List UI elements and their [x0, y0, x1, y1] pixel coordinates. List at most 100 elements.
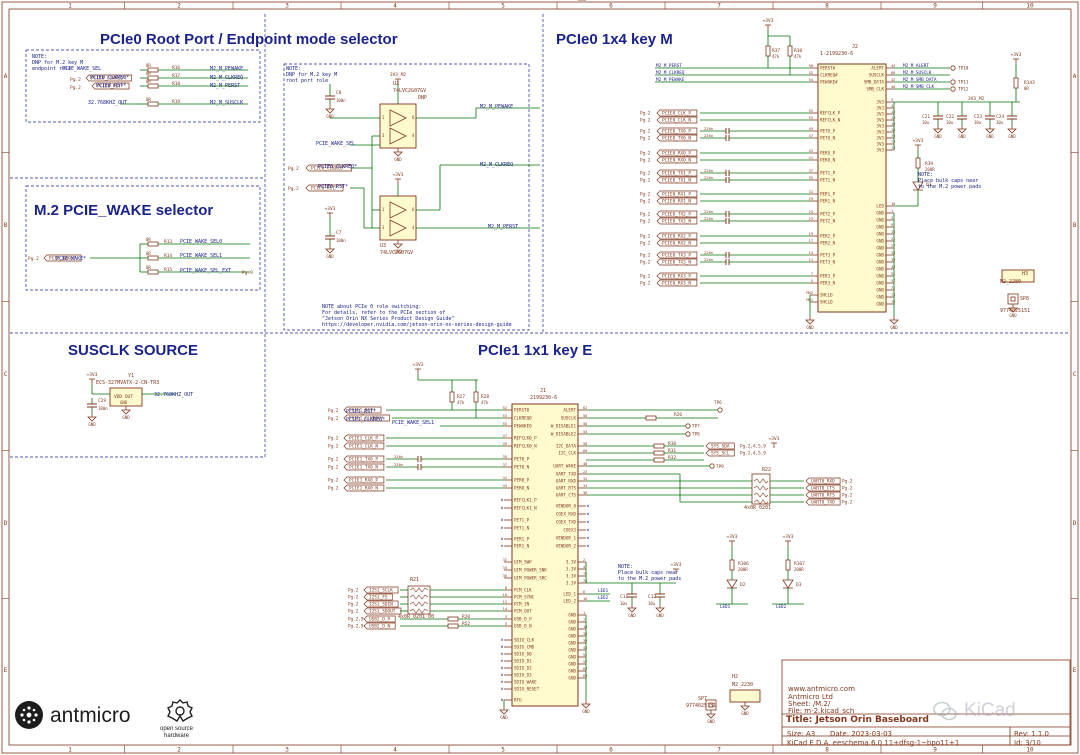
net-pcie-wake-sel-u2: PCIE_WAKE_SEL: [316, 141, 356, 147]
frame-col-bottom-5: 5: [501, 747, 505, 754]
ref-R19: R19: [172, 99, 180, 105]
j2-pin-name-19: PER3_P: [820, 274, 836, 279]
value-C21: 10u: [922, 120, 930, 125]
pcie0-label-2: PCIE0_TX0_P: [662, 129, 691, 135]
uart-label-0-frame: [805, 477, 841, 485]
tb-rev: Rev: 1.1.0: [1014, 730, 1050, 738]
box-wake: [25, 185, 261, 291]
j1-rpin-name-29: GND: [568, 655, 576, 660]
tb-date: Date: 2023-03-03: [830, 730, 892, 738]
pcie0-label-7: PCIE0_TX1_N: [662, 178, 691, 184]
testpoint-TP11: [950, 79, 956, 85]
part-value-h3: M2_2280: [1000, 279, 1022, 285]
net-pcie-wake-sel-ext: PCIE_WAKE_SEL_EXT: [180, 268, 232, 274]
pcie0-label-9-frame: [656, 197, 698, 205]
pcie0-pageref-11: Pg.2: [640, 219, 651, 225]
j2-rpin-num-19: 27: [891, 244, 895, 248]
testpoint-TP8: [685, 431, 691, 437]
usb-label-1-frame: [363, 622, 396, 630]
j1-rnc-14: ×: [586, 528, 589, 534]
j2-pin-name-8: PERO_N: [820, 158, 836, 163]
u2-body: [379, 103, 417, 149]
j1-pin-name-31: SDIO_RESET: [514, 687, 540, 692]
j2-rpin-name-8: 3V3: [876, 124, 884, 129]
j1-pin-num-7: 41: [503, 476, 507, 480]
j1-rpin-name-7: UART_TXD: [556, 472, 577, 477]
gnd-C12: [655, 607, 665, 613]
u3-pin3: 3: [382, 225, 385, 230]
j1-rpin-name-33: GND: [568, 0, 576, 1]
j2-rpin-num-13: 10: [891, 202, 895, 206]
pcie0-pageref-6: Pg.2: [640, 171, 651, 177]
part-ref-r22: R22: [762, 467, 772, 473]
net-m2-m-susclk: M2_M_SUSCLK: [210, 100, 244, 106]
j1-rpin-num-7: 22: [583, 470, 587, 474]
note-dnp-rootport: NOTE: DNP for M.2 key M root port role: [286, 66, 338, 84]
part-value-sp7: 9774025151: [686, 703, 717, 709]
j1-pin-name-24: SDIO_CLK: [514, 638, 535, 643]
j1-pin-name-1: CLKREQ0: [514, 416, 532, 421]
i2c-label-0-frame: [705, 442, 735, 450]
j1-pin-num-2: 55: [503, 422, 507, 426]
pcie0-pageref-7: Pg.2: [640, 178, 651, 184]
testpoint-TP7: [685, 423, 691, 429]
j2-rpin-name-2: SMB_DATA: [864, 80, 885, 85]
pcie0-pageref-3: Pg.2: [640, 136, 651, 142]
pcie1-label-0: PCIE1_CLK_P: [349, 436, 378, 442]
tb-file: File: m-2.kicad_sch: [788, 707, 855, 715]
j1-rpin-num-18: 4: [583, 565, 585, 569]
net-pcie0-rst: PCIE0_RST*: [96, 83, 127, 89]
j2-pin-name-22: SHCLD: [820, 300, 833, 305]
pcie0-label-8: PCIE0_RX1_P: [662, 192, 691, 198]
frame-col-top-1: 1: [68, 3, 72, 10]
usb-pageref-0: Pg.2,9: [348, 617, 364, 623]
j2-rpin-name-17: GND: [876, 232, 884, 237]
j1-nc-30: ×: [500, 680, 503, 686]
pwr-j1-rail: +3V3: [671, 562, 682, 568]
j1-rpin-name-31: GND: [568, 669, 576, 674]
pageref-pcie1-clkreq: Pg.2: [328, 416, 339, 422]
j1-rpin-num-27: 39: [583, 639, 587, 643]
pwr-r143: +3V3: [1011, 52, 1022, 58]
ref-R37: R37: [772, 48, 780, 54]
pcie0-label-13-frame: [656, 239, 698, 247]
gnd-C12-label: GND: [656, 613, 664, 618]
frame-col-bottom-9: 9: [933, 747, 937, 754]
i2s-label-0-frame: [363, 586, 399, 594]
pcie0-label-0-frame: [656, 109, 698, 117]
u2-gate1: [389, 109, 407, 127]
j1-pin-name-30: SDIO_WAKE: [514, 680, 537, 685]
antmicro-wordmark: antmicro: [50, 704, 131, 727]
i2s-pageref-2: Pg.2: [348, 602, 359, 608]
i2s-label-0: I2S1_SCLK: [369, 588, 393, 594]
gnd-j1-left-label: GND: [500, 715, 508, 720]
j2-rpin-name-12: 3V3: [876, 148, 884, 153]
j2-body: [817, 63, 887, 313]
i2c-label-1-frame: [705, 449, 735, 457]
glabel-pcie0-clkreq-a-frame: [85, 74, 133, 82]
resistor-R37: [765, 45, 771, 57]
j1-nc-12: ×: [500, 526, 503, 532]
j1-rpin-name-9: UART_RTS: [556, 486, 577, 491]
j2-pin-num-9: 37: [809, 169, 813, 173]
pcie0-label-7-frame: [656, 176, 698, 184]
j1-pin-name-9: REFCLK1_P: [514, 498, 537, 503]
pwr-D3: +3V3: [783, 534, 794, 540]
tb-size: Size: A3: [787, 730, 816, 738]
resistor-R39: [915, 157, 921, 169]
frame-col-top-3: 3: [285, 3, 289, 10]
gnd-u2: [393, 151, 403, 157]
pageref-wake-ext: Pg.9: [242, 270, 253, 276]
j1-pin-name-12: PET1_N: [514, 526, 530, 531]
j2-pin-num-21: MH2: [807, 291, 814, 295]
gnd-C11: [627, 607, 637, 613]
ref-R26: R26: [674, 412, 682, 418]
testpoint-TP6: [717, 407, 723, 413]
y1-gnd: GND: [120, 400, 128, 405]
r21-element-2: [409, 601, 429, 607]
value-R13: 0R: [146, 237, 151, 242]
r21-body: [407, 585, 431, 615]
testpoint-TP10: [950, 65, 956, 71]
j1-rpin-name-4: I2C_DATA: [556, 444, 577, 449]
oshw-logo: [166, 698, 194, 724]
